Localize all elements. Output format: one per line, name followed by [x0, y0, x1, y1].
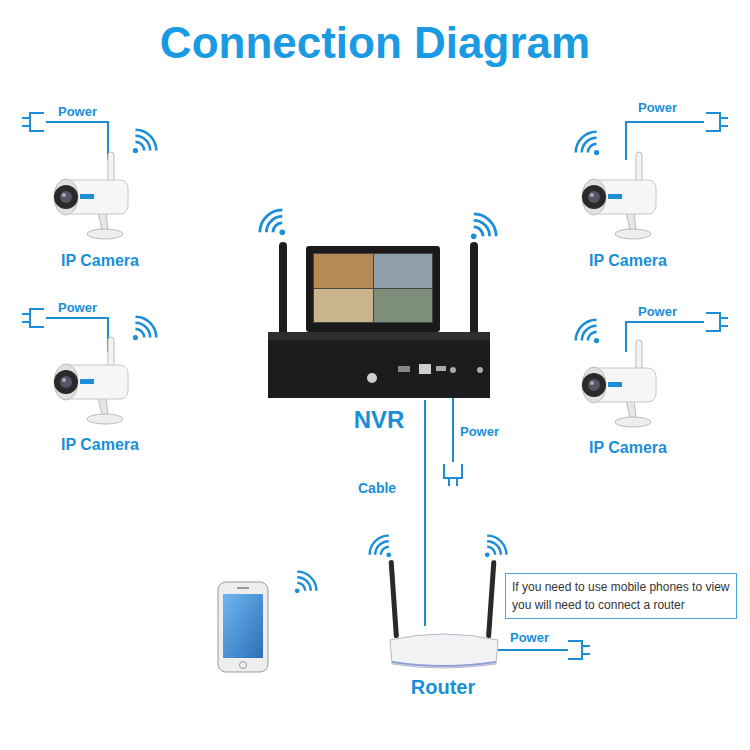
power-label: Power [638, 100, 677, 115]
node-label: IP Camera [568, 252, 688, 270]
node-label: IP Camera [40, 252, 160, 270]
camera-node: IP Camera [578, 338, 678, 438]
power-label: Power [58, 300, 97, 315]
cable-connector [424, 400, 426, 626]
edge-label: Cable [358, 480, 396, 496]
note-text: If you need to use mobile phones to view… [512, 578, 730, 614]
camera-node: IP Camera [578, 150, 678, 250]
camera-node: IP Camera [50, 150, 150, 250]
power-label: Power [58, 104, 97, 119]
power-label: Power [460, 424, 499, 439]
router-node: Router [386, 626, 500, 670]
power-label: Power [638, 304, 677, 319]
camera-node: IP Camera [50, 335, 150, 435]
power-label: Power [510, 630, 549, 645]
node-label: Router [386, 676, 500, 699]
note-box: If you need to use mobile phones to view… [505, 573, 737, 619]
nvr-node: NVR [266, 240, 492, 400]
node-label: IP Camera [40, 436, 160, 454]
node-label: NVR [332, 406, 426, 434]
node-label: IP Camera [568, 439, 688, 457]
diagram-title: Connection Diagram [0, 18, 750, 68]
